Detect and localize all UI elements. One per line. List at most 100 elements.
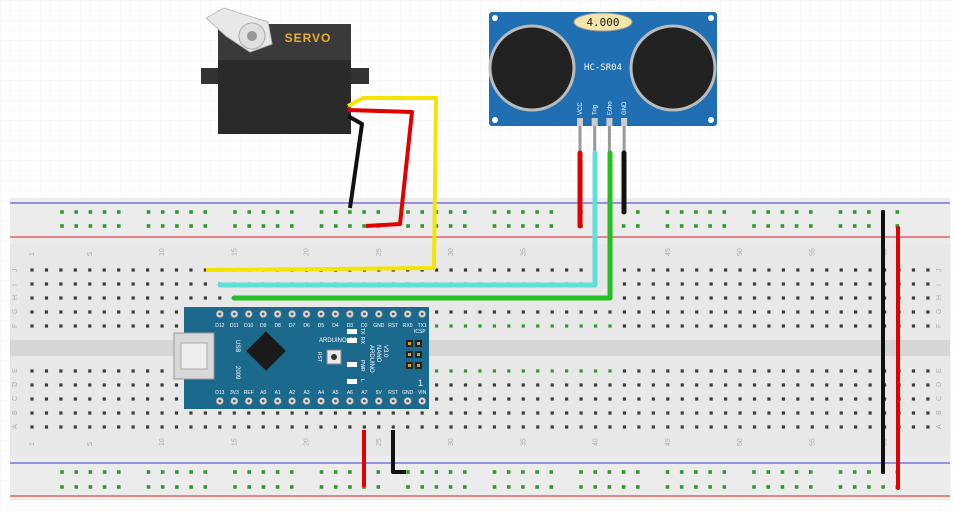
breadboard-hole	[781, 268, 785, 272]
power-rail-hole	[189, 224, 193, 228]
power-rail-hole	[319, 210, 324, 214]
nano-pin-hole	[261, 312, 265, 316]
power-rail-hole	[665, 470, 670, 474]
nano-pin-label: RST	[388, 323, 398, 329]
power-rail-hole	[506, 470, 511, 474]
breadboard-hole	[449, 397, 453, 401]
row-letter: A	[936, 424, 943, 429]
breadboard-hole	[579, 324, 583, 328]
breadboard-hole	[550, 324, 554, 328]
breadboard-hole	[73, 425, 77, 429]
nano-pin-label: D12	[215, 323, 224, 329]
breadboard-hole	[709, 324, 713, 328]
breadboard-hole	[435, 369, 439, 373]
power-rail-hole	[74, 470, 78, 474]
breadboard-hole	[911, 411, 916, 415]
power-rail-hole	[780, 224, 785, 228]
breadboard-hole	[839, 383, 843, 387]
breadboard-hole	[88, 383, 92, 387]
breadboard-hole	[319, 425, 323, 429]
breadboard-hole	[695, 425, 699, 429]
breadboard-hole	[767, 383, 771, 387]
power-rail-hole	[492, 470, 497, 474]
servo-label: SERVO	[285, 31, 332, 45]
nano-pin-hole	[261, 399, 265, 403]
breadboard-hole	[247, 425, 251, 429]
icsp-label: ICSP	[414, 329, 426, 335]
breadboard-hole	[796, 383, 800, 387]
breadboard-hole	[88, 296, 92, 300]
column-number: 55	[809, 438, 816, 446]
year-label: 2009	[234, 366, 240, 380]
column-number: 15	[231, 438, 238, 446]
column-number: 55	[809, 248, 816, 256]
breadboard-hole	[911, 425, 916, 429]
transducer-left	[488, 24, 576, 112]
nano-pin-label: REF	[244, 390, 254, 396]
power-rail-hole	[290, 210, 294, 214]
breadboard-hole	[131, 369, 135, 373]
breadboard-hole	[102, 369, 106, 373]
breadboard-hole	[767, 411, 771, 415]
power-rail-hole	[420, 485, 424, 489]
sensor-mount-hole	[708, 117, 714, 123]
power-rail-hole	[766, 224, 770, 228]
breadboard-hole	[911, 310, 916, 314]
breadboard-hole	[131, 268, 135, 272]
breadboard-hole	[579, 411, 583, 415]
breadboard-hole	[131, 296, 135, 300]
power-rail-hole	[694, 210, 698, 214]
breadboard-hole	[854, 425, 858, 429]
nano-pin-label: A4	[318, 390, 324, 396]
breadboard-hole	[680, 369, 684, 373]
breadboard-hole	[825, 324, 829, 328]
breadboard-hole	[88, 397, 92, 401]
breadboard-hole	[406, 411, 410, 415]
breadboard-hole	[160, 268, 164, 272]
breadboard-hole	[796, 310, 800, 314]
breadboard-hole	[608, 383, 612, 387]
breadboard-hole	[911, 397, 916, 401]
breadboard-hole	[131, 324, 135, 328]
breadboard-hole	[131, 411, 135, 415]
breadboard-hole	[637, 411, 641, 415]
breadboard-hole	[59, 268, 63, 272]
breadboard-hole	[839, 324, 843, 328]
breadboard-hole	[463, 397, 468, 401]
breadboard-hole	[550, 383, 554, 387]
breadboard-hole	[507, 369, 511, 373]
breadboard-hole	[868, 425, 872, 429]
breadboard-hole	[868, 411, 872, 415]
breadboard-hole	[724, 425, 728, 429]
power-rail-hole	[636, 470, 640, 474]
breadboard-hole	[724, 397, 728, 401]
breadboard-hole	[73, 369, 77, 373]
breadboard-hole	[319, 411, 323, 415]
breadboard-hole	[478, 411, 482, 415]
breadboard-hole	[391, 411, 395, 415]
power-rail-hole	[708, 470, 712, 474]
power-rail-hole	[838, 485, 843, 489]
breadboard-hole	[102, 310, 106, 314]
power-rail-hole	[175, 224, 179, 228]
power-rail-hole	[376, 485, 381, 489]
breadboard-hole	[160, 411, 164, 415]
power-rail-hole	[88, 470, 93, 474]
breadboard-hole	[724, 296, 728, 300]
power-rail-hole	[275, 485, 280, 489]
power-rail-hole	[708, 210, 712, 214]
power-rail-hole	[867, 485, 871, 489]
breadboard-hole	[507, 397, 511, 401]
power-rail-hole	[549, 210, 554, 214]
breadboard-hole	[738, 383, 742, 387]
column-number: 50	[737, 248, 744, 256]
power-rail-hole	[247, 470, 251, 474]
power-rail-hole	[160, 210, 165, 214]
breadboard-hole	[868, 324, 872, 328]
breadboard-hole	[724, 324, 728, 328]
row-letter: J	[12, 269, 19, 273]
breadboard-hole	[839, 296, 843, 300]
breadboard-hole	[59, 324, 63, 328]
breadboard-hole	[854, 282, 858, 286]
